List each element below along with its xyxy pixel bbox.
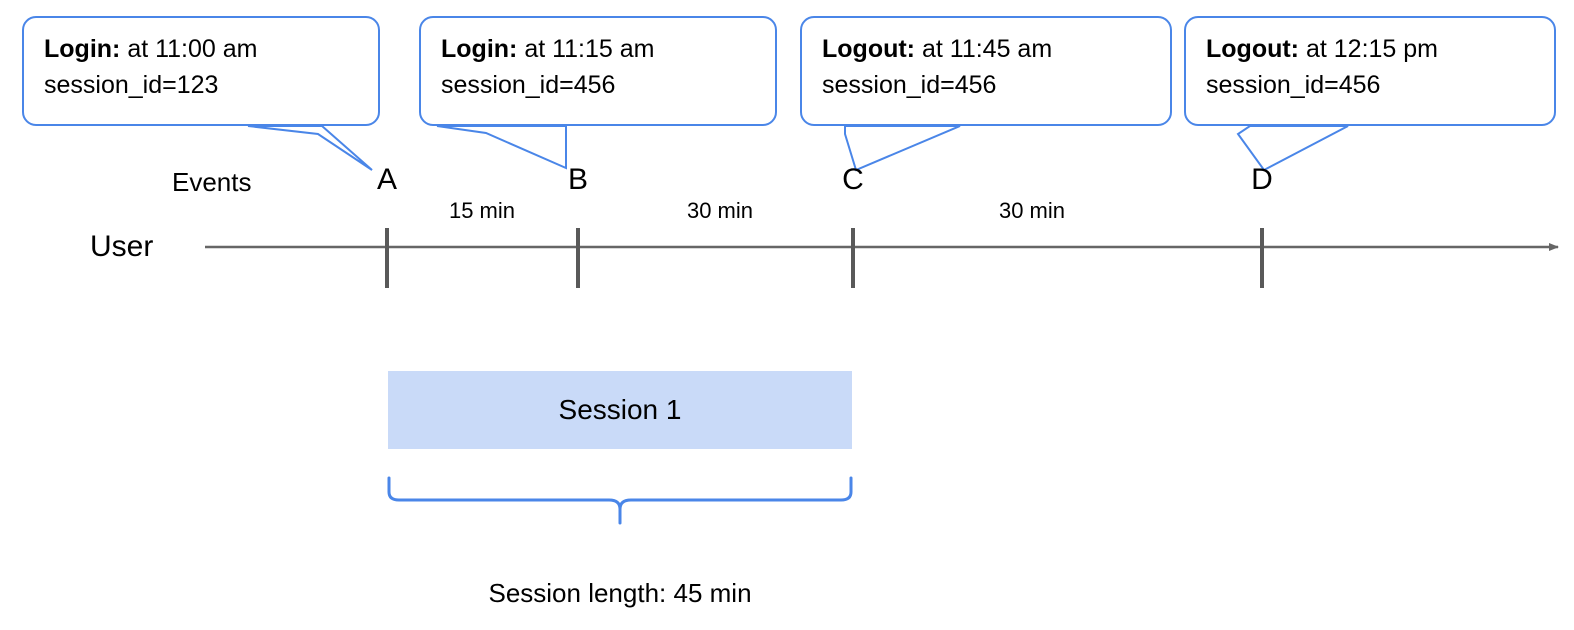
callout-event-type: Logout:	[1206, 35, 1300, 63]
callout-session-id: session_id=123	[44, 70, 219, 99]
callout-event-d: Logout: at 12:15 pm session_id=456	[1184, 16, 1556, 126]
callout-tail-a	[247, 125, 373, 171]
session-brace	[387, 476, 853, 525]
session-bar-label: Session 1	[558, 394, 682, 425]
session-bar-1: Session 1	[388, 371, 852, 449]
callout-event-time: at 12:15 pm	[1305, 35, 1438, 63]
event-marker-c: C	[842, 163, 864, 196]
session-length-label: Session length: 45 min	[488, 578, 752, 608]
callout-session-id: session_id=456	[822, 70, 997, 99]
event-marker-d: D	[1251, 163, 1273, 196]
callout-event-type: Login:	[441, 35, 518, 63]
event-marker-b: B	[567, 163, 589, 196]
callout-session-id: session_id=456	[1206, 70, 1381, 99]
callout-event-time: at 11:45 am	[921, 35, 1053, 63]
user-row-label: User	[90, 230, 154, 263]
callout-session-id: session_id=456	[441, 70, 616, 99]
callout-event-a: Login: at 11:00 am session_id=123	[22, 16, 380, 126]
gap-label-cd: 30 min	[998, 198, 1066, 223]
gap-label-bc: 30 min	[686, 198, 754, 223]
callout-event-time: at 11:15 am	[524, 35, 655, 63]
event-marker-a: A	[376, 163, 398, 196]
callout-tail-b	[436, 125, 567, 170]
callout-event-c: Logout: at 11:45 am session_id=456	[800, 16, 1172, 126]
callout-event-type: Login:	[44, 35, 121, 63]
events-row-label: Events	[172, 167, 252, 197]
callout-event-time: at 11:00 am	[127, 35, 258, 63]
callout-event-type: Logout:	[822, 35, 916, 63]
gap-label-ab: 15 min	[448, 198, 516, 223]
callout-event-b: Login: at 11:15 am session_id=456	[419, 16, 777, 126]
